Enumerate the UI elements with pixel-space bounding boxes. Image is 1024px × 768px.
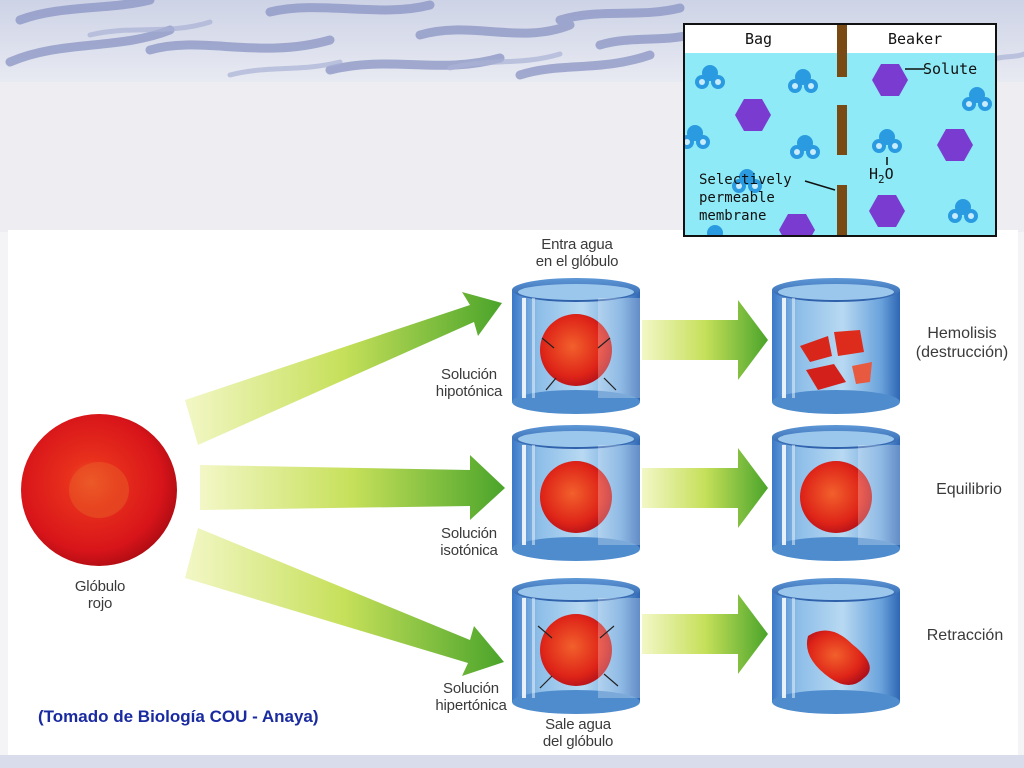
water-in-label: Entra agua en el glóbulo [515,236,639,270]
water-out-line1: Sale agua [545,716,611,733]
water-out-label: Sale agua del glóbulo [518,716,638,750]
result-equilibrium-line1: Equilibrio [936,481,1002,498]
beaker-equilibrium [772,425,900,561]
result-hemolysis-line2: (destrucción) [915,344,1009,361]
result-hemolysis-line1: Hemolisis [927,325,997,342]
water-in-line1: Entra agua [541,236,613,253]
result-retraction-label: Retracción [908,626,1022,645]
arrow-middle-bottom [642,594,768,674]
beaker-isotonic [512,425,640,561]
membrane-label-line1: Selectively [699,172,792,188]
beaker-hypotonic [512,278,640,414]
solute-label: Solute [923,60,978,78]
osmosis-inset: Bag Beaker [683,23,997,237]
beaker-retraction [772,578,900,714]
cell-label-line1: Glóbulo [74,578,126,595]
membrane-label: Selectively permeable membrane [699,171,792,225]
red-blood-cell [21,414,177,566]
arrow-hypotonic [185,292,502,445]
bag-label: Bag [745,30,773,48]
solution-isotonic-line1: Solución [441,525,497,542]
solution-hypertonic-line1: Solución [443,680,499,697]
water-in-line2: en el glóbulo [535,253,619,270]
source-caption: (Tomado de Biología COU - Anaya) [38,707,319,726]
beaker-label: Beaker [888,30,943,48]
water-label-o: O [884,165,894,183]
membrane-label-line2: permeable [699,190,775,206]
water-label-subscript: 2 [878,173,885,186]
water-label-h: H [869,165,879,183]
water-label: H2O [869,165,894,186]
solution-isotonic-line2: isotónica [440,542,498,559]
solution-hypertonic-line2: hipertónica [435,697,507,714]
arrow-middle-center [642,448,768,528]
result-hemolysis-label: Hemolisis (destrucción) [902,324,1022,362]
result-equilibrium-label: Equilibrio [914,480,1024,499]
solution-hypertonic-label: Solución hipertónica [422,680,520,714]
beaker-hemolysis [772,278,900,414]
cell-label: Glóbulo rojo [50,578,150,612]
inset-drawing [685,25,992,235]
solution-hypotonic-line1: Solución [441,366,497,383]
solution-isotonic-label: Solución isotónica [420,525,518,559]
beaker-hypertonic [512,578,640,714]
cell-label-line2: rojo [87,595,113,612]
solution-hypotonic-line2: hipotónica [435,383,503,400]
arrow-hypertonic [185,528,504,676]
arrow-isotonic [200,455,505,520]
result-retraction-line1: Retracción [926,627,1004,644]
solution-hypotonic-label: Solución hipotónica [420,366,518,400]
membrane-label-line3: membrane [699,208,767,224]
arrow-middle-top [642,300,768,380]
water-out-line2: del glóbulo [542,733,614,750]
